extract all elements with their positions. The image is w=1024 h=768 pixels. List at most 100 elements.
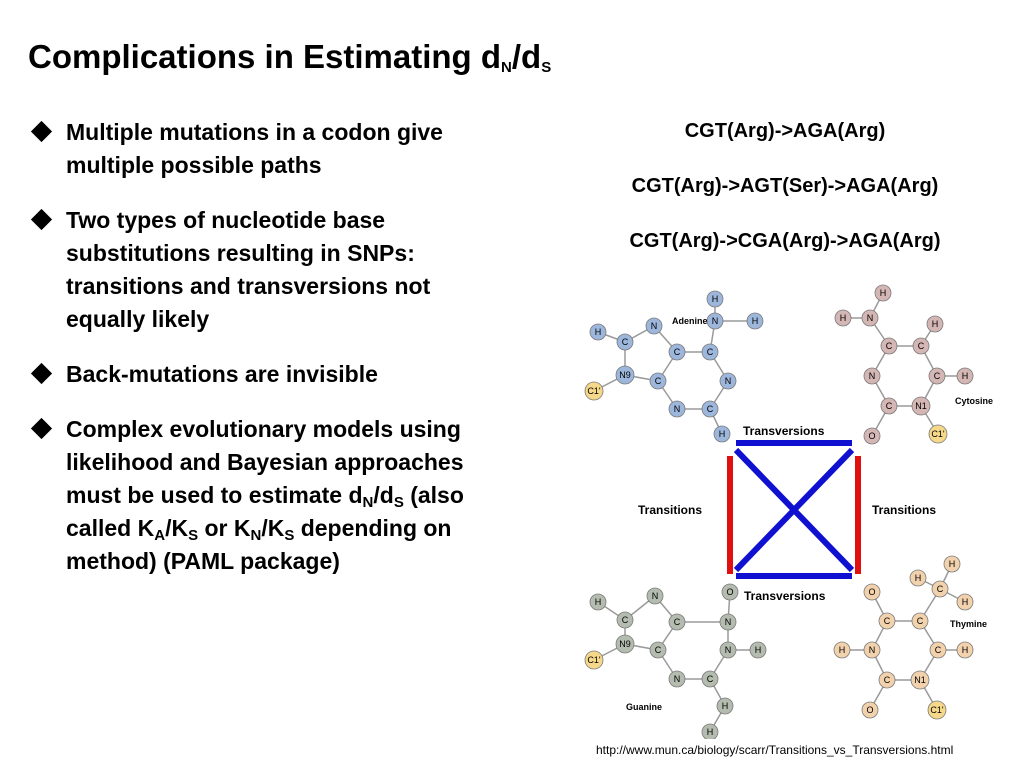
svg-text:H: H [755, 645, 762, 655]
adenine-atom: C [668, 343, 686, 361]
svg-text:C: C [655, 645, 662, 655]
svg-text:N: N [869, 371, 876, 381]
svg-text:N9: N9 [619, 639, 631, 649]
cytosine-atom: C1' [928, 424, 948, 444]
svg-text:O: O [866, 705, 873, 715]
svg-text:H: H [595, 327, 602, 337]
guanine-atom: H [716, 697, 734, 715]
thymine-atom: C [929, 641, 947, 659]
diamond-bullet-icon [30, 120, 53, 143]
adenine-atom: N [645, 317, 663, 335]
svg-text:N: N [725, 617, 732, 627]
svg-text:C: C [937, 584, 944, 594]
thymine-label: Thymine [950, 619, 987, 629]
guanine-atom: H [749, 641, 767, 659]
adenine-atom: H [713, 425, 731, 443]
guanine-atom: H [701, 723, 719, 739]
thymine-atom: H [956, 641, 974, 659]
transversions-label-bottom: Transversions [744, 589, 826, 603]
svg-text:C: C [622, 615, 629, 625]
guanine-atom: O [721, 583, 739, 601]
svg-text:N9: N9 [619, 370, 631, 380]
cytosine-atom: H [926, 315, 944, 333]
source-url: http://www.mun.ca/biology/scarr/Transiti… [596, 743, 954, 757]
svg-text:N: N [867, 313, 874, 323]
guanine-atom: N [646, 587, 664, 605]
adenine-atom: N [668, 400, 686, 418]
thymine-atom: C [911, 612, 929, 630]
svg-text:H: H [962, 597, 969, 607]
thymine-atom: H [943, 555, 961, 573]
cytosine-atom: H [834, 309, 852, 327]
cytosine-atom: H [956, 367, 974, 385]
guanine-atom: C1' [584, 650, 604, 670]
transitions-label-right: Transitions [872, 503, 936, 517]
transversions-label-top: Transversions [743, 424, 825, 438]
bullet-item: Multiple mutations in a codon give multi… [30, 116, 505, 182]
svg-text:C: C [655, 376, 662, 386]
mutation-paths: CGT(Arg)->AGA(Arg) CGT(Arg)->AGT(Ser)->A… [570, 114, 1000, 279]
svg-text:N: N [674, 674, 681, 684]
svg-text:H: H [962, 645, 969, 655]
adenine-atom: N [719, 372, 737, 390]
cytosine-atom: H [874, 284, 892, 302]
svg-text:N: N [869, 645, 876, 655]
guanine-atom: C [649, 641, 667, 659]
thymine-atom: O [863, 583, 881, 601]
transversion-cross-line [733, 447, 855, 573]
cytosine-atom: C [912, 337, 930, 355]
svg-text:N1: N1 [914, 675, 926, 685]
svg-text:N1: N1 [915, 401, 927, 411]
guanine-atom: N [719, 613, 737, 631]
cytosine-atom: C [928, 367, 946, 385]
svg-text:C: C [918, 341, 925, 351]
diamond-bullet-icon [30, 362, 53, 385]
svg-text:C: C [935, 645, 942, 655]
adenine-atom: N9 [615, 365, 635, 385]
path-line: CGT(Arg)->AGA(Arg) [684, 120, 886, 142]
guanine-label: Guanine [626, 702, 662, 712]
svg-text:C: C [917, 616, 924, 626]
adenine-atom: H [746, 312, 764, 330]
cytosine-atom: O [863, 427, 881, 445]
adenine-label: Adenine [672, 316, 708, 326]
cytosine-atom: N [863, 367, 881, 385]
svg-text:C1': C1' [587, 655, 601, 665]
svg-text:C: C [707, 404, 714, 414]
thymine-atom: C [878, 671, 896, 689]
svg-text:C: C [707, 674, 714, 684]
guanine-atom: H [589, 593, 607, 611]
thymine-atom: O [861, 701, 879, 719]
cytosine-label: Cytosine [955, 396, 993, 406]
guanine-atom: C [616, 611, 634, 629]
svg-text:H: H [880, 288, 887, 298]
cytosine-atom: C [880, 337, 898, 355]
adenine-atom: C [701, 343, 719, 361]
thymine-atom: H [833, 641, 851, 659]
bullet-item: Two types of nucleotide base substitutio… [30, 204, 505, 336]
svg-text:N: N [652, 591, 659, 601]
guanine-atom: N9 [615, 634, 635, 654]
svg-text:H: H [712, 294, 719, 304]
thymine-atom: C [931, 580, 949, 598]
adenine-atom: C [616, 333, 634, 351]
cytosine-atom: N [861, 309, 879, 327]
svg-text:H: H [932, 319, 939, 329]
diamond-bullet-icon [30, 417, 53, 440]
adenine-atom: C [701, 400, 719, 418]
svg-text:C: C [674, 617, 681, 627]
thymine-atom: C1' [927, 700, 947, 720]
guanine-atom: C [668, 613, 686, 631]
svg-text:N: N [674, 404, 681, 414]
adenine-atom: C1' [584, 381, 604, 401]
thymine-atom: H [909, 569, 927, 587]
svg-text:C1': C1' [930, 705, 944, 715]
guanine-atom: C [701, 670, 719, 688]
adenine-atom: C [649, 372, 667, 390]
adenine-atom: H [589, 323, 607, 341]
svg-text:H: H [949, 559, 956, 569]
adenine-atom: N [706, 312, 724, 330]
cytosine-atom: N1 [911, 396, 931, 416]
thymine-atom: C [878, 612, 896, 630]
